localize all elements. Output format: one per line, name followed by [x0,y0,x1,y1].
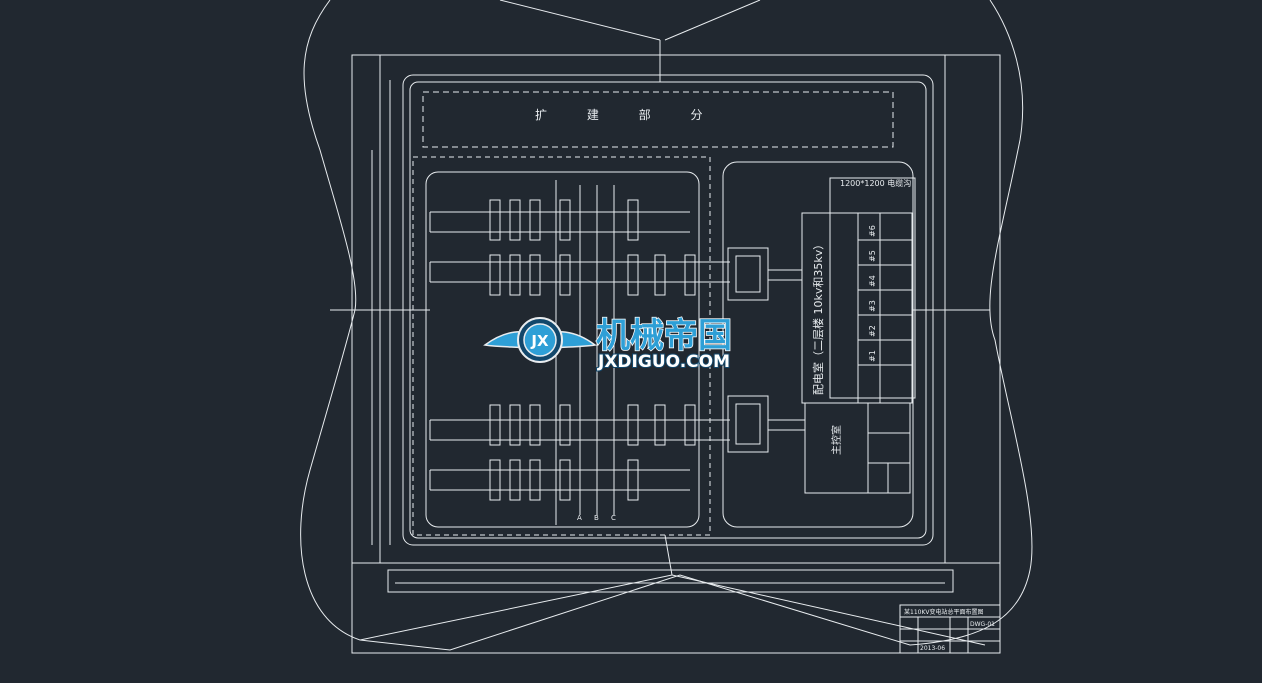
transformer-1-core [735,255,761,293]
bay-number-6: #6 [868,225,877,237]
transformer-1 [727,247,769,301]
bay-number-4: #4 [868,275,877,287]
title-block-grid [900,616,1000,653]
cable-trench [829,177,916,399]
main-control-room [804,402,911,494]
main-control-label: 主控室 [830,425,843,455]
bay-equipment [489,199,696,501]
watermark-en-text: JXDIGUO.COM [597,352,730,372]
bottom-center-axis [664,534,673,576]
transformer-connections [768,269,805,431]
building-zone [722,161,914,528]
bay-number-5: #5 [868,250,877,262]
title-block-drawing-no: DWG-01 [970,621,995,628]
switchgear-cells [858,239,912,366]
bay-number-3: #3 [868,300,877,312]
title-block-date: 2013-06 [920,645,945,652]
expansion-area [422,91,894,148]
site-wall [402,74,934,546]
boundary-diagonal-bottom-right [671,574,986,646]
bus-phase-b: B [594,514,599,522]
transformer-2-core [735,403,761,445]
switchyard-area [425,171,700,528]
cable-trench-label: 1200*1200 电缆沟 [840,178,911,188]
watermark-logo-icon: JX [483,317,597,363]
boundary-diagonal-bottom-left [359,574,673,641]
transformer-2 [727,395,769,453]
switchgear-room-label: 配电室（二层楼 10kv和35kv） [811,239,825,395]
title-block-project-title: 某110KV变电站总平面布置图 [904,608,984,616]
control-room-cells [868,432,910,493]
expansion-label: 扩 建 部 分 [535,107,720,122]
bus-phase-a: A [577,514,582,522]
boundary-diagonal-left [499,0,661,41]
bus-phase-c: C [611,514,616,522]
bay-number-1: #1 [868,350,877,362]
watermark: JX 机械帝国 JXDIGUO.COM [483,315,733,373]
site-boundary-curve [300,0,1033,651]
watermark-logo-letters: JX [530,332,549,350]
bottom-dimension-strip [387,569,954,593]
switchyard-outline [412,156,711,536]
boundary-diagonal-right [664,0,761,41]
bay-number-2: #2 [868,325,877,337]
drawing-frame-inner [379,54,946,564]
watermark-cn-text: 机械帝国 [596,316,732,356]
